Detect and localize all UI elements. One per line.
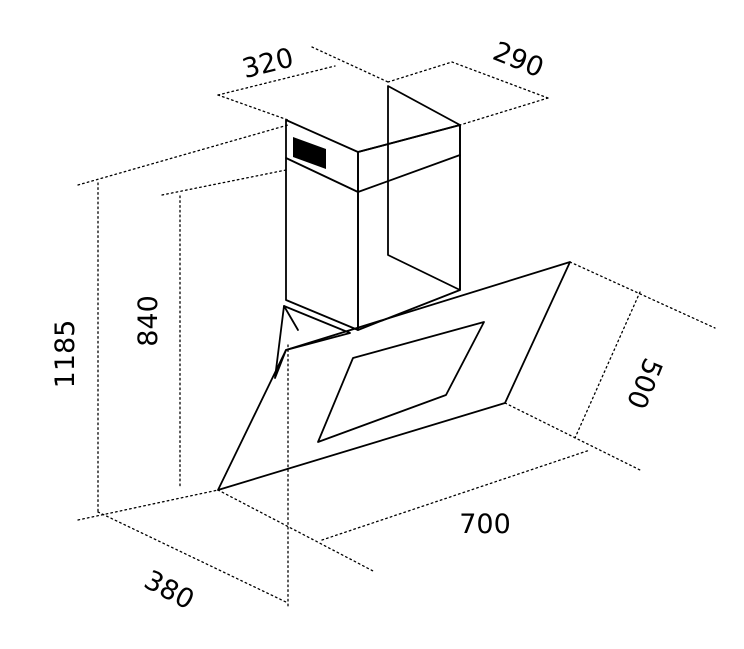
dim-1185-ext-bottom xyxy=(77,489,219,521)
dim-320-line xyxy=(217,65,336,96)
dim-320-ext-right xyxy=(311,46,389,83)
dim-290-ext-left xyxy=(387,61,453,83)
glass-outer-frame xyxy=(217,261,571,491)
chimney-joint-side xyxy=(285,157,359,193)
dim-700-line xyxy=(321,449,591,541)
dim-290-ext-right xyxy=(459,97,549,126)
glass-panel xyxy=(217,261,571,491)
dim-1185-ext-top xyxy=(77,124,289,186)
dim-500-line xyxy=(574,291,641,439)
chimney-front-face xyxy=(357,124,461,331)
dim-320-ext-left xyxy=(217,94,289,121)
dimension-lines xyxy=(77,46,716,609)
dim-label-290: 290 xyxy=(488,36,547,84)
dim-500-ext-top xyxy=(569,261,716,329)
dim-380-line xyxy=(97,511,289,604)
dim-840-ext-top xyxy=(161,169,287,196)
dim-500-ext-bottom xyxy=(504,402,641,471)
dim-label-320: 320 xyxy=(239,42,297,85)
dim-label-500: 500 xyxy=(620,353,668,412)
dim-label-700: 700 xyxy=(459,509,511,540)
chimney-top-rim xyxy=(357,124,461,153)
dim-380-ext-left xyxy=(217,489,376,573)
chimney xyxy=(285,85,461,331)
dim-label-380: 380 xyxy=(139,565,199,617)
chimney-joint-front xyxy=(357,154,461,193)
glass-inner-window xyxy=(317,321,485,443)
hood-wedge-inner xyxy=(283,305,299,331)
dim-label-840: 840 xyxy=(133,295,164,347)
dimension-labels: 320 290 1185 840 500 700 380 xyxy=(50,36,668,616)
chimney-back-panel xyxy=(387,85,461,291)
dim-label-1185: 1185 xyxy=(50,320,81,389)
control-panel-display xyxy=(293,137,326,170)
